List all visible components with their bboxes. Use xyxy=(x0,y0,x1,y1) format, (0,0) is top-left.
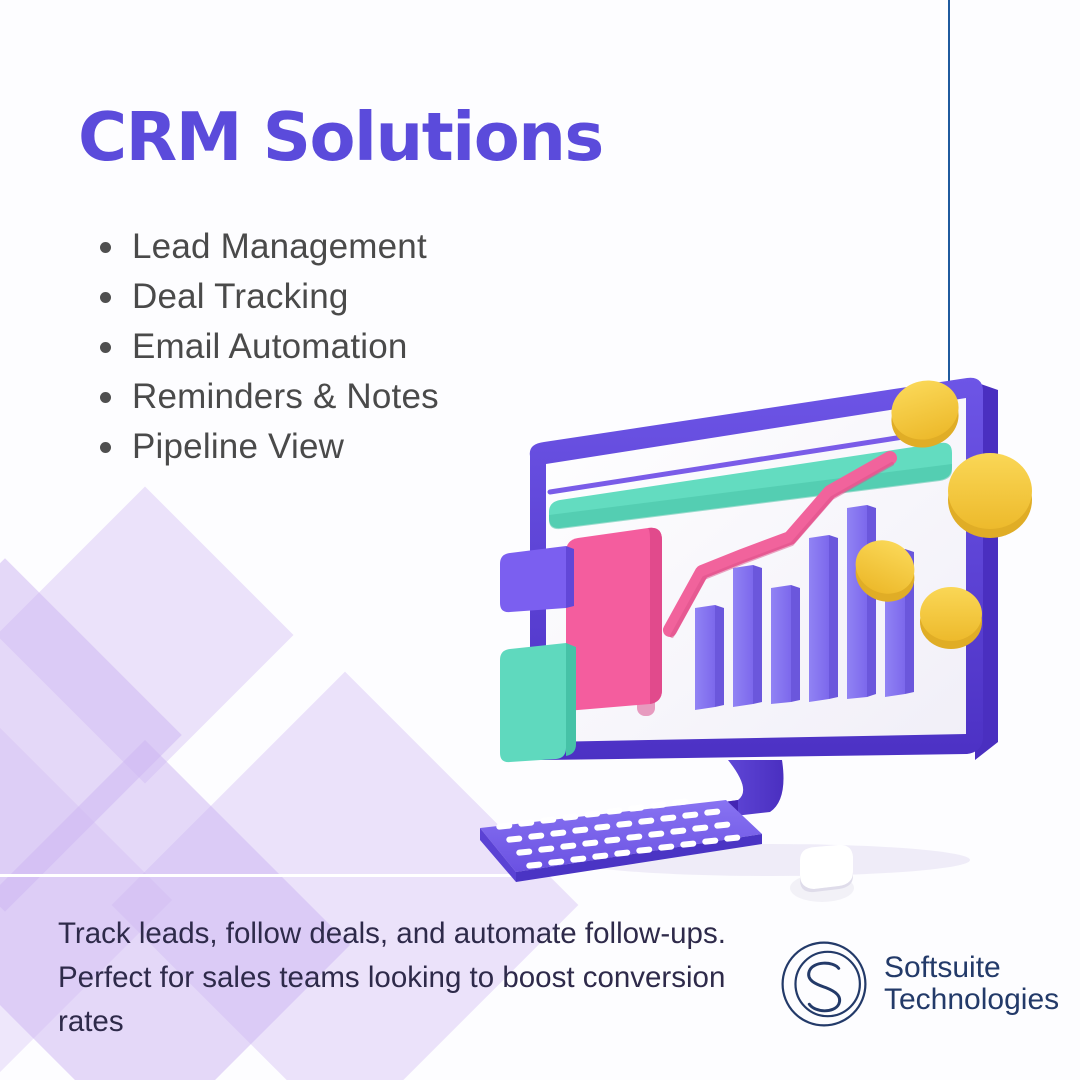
bullet-icon xyxy=(100,291,111,303)
screen-bar-chart xyxy=(695,505,914,710)
list-item: Lead Management xyxy=(100,222,439,272)
feature-label: Deal Tracking xyxy=(132,277,349,316)
feature-list: Lead Management Deal Tracking Email Auto… xyxy=(100,222,439,472)
hanging-wire-line xyxy=(948,0,950,392)
mouse xyxy=(790,844,854,902)
chart-bar xyxy=(771,585,800,704)
coin xyxy=(948,453,1032,538)
purple-tab-card xyxy=(500,546,574,613)
list-item: Reminders & Notes xyxy=(100,372,439,422)
list-item: Pipeline View xyxy=(100,422,439,472)
chart-bar xyxy=(733,565,762,707)
bullet-icon xyxy=(100,391,111,403)
logo-line-2: Technologies xyxy=(884,983,1060,1016)
coin xyxy=(920,587,982,649)
screen-trend-line xyxy=(663,451,897,638)
screen-accent-line xyxy=(547,427,951,495)
softsuite-s-circle-icon xyxy=(778,938,870,1030)
list-item: Deal Tracking xyxy=(100,272,439,322)
monitor xyxy=(500,377,998,763)
bullet-icon xyxy=(100,241,111,253)
feature-label: Lead Management xyxy=(132,227,427,266)
keyboard xyxy=(480,798,762,882)
feature-label: Reminders & Notes xyxy=(132,377,439,416)
chart-bar xyxy=(809,535,838,702)
section-divider xyxy=(0,874,547,877)
keyboard-edge xyxy=(516,834,762,882)
coin xyxy=(855,540,915,602)
keyboard-keys xyxy=(496,798,741,869)
chart-bar xyxy=(695,605,724,710)
feature-label: Email Automation xyxy=(132,327,408,366)
chart-bar xyxy=(847,505,876,699)
keyboard-edge xyxy=(480,828,516,882)
logo-line-1: Softsuite xyxy=(884,951,1001,984)
pink-panel-card xyxy=(566,527,662,716)
logo-wordmark: Softsuite Technologies xyxy=(884,952,1059,1016)
bullet-icon xyxy=(100,341,111,353)
page-title: CRM Solutions xyxy=(78,98,604,176)
caption-text: Track leads, follow deals, and automate … xyxy=(58,917,726,1038)
feature-label: Pipeline View xyxy=(132,427,345,466)
teal-tab-card xyxy=(500,643,576,763)
diamond-shape xyxy=(0,486,294,784)
diamond-shape xyxy=(0,558,182,912)
list-item: Email Automation xyxy=(100,322,439,372)
brand-logo: Softsuite Technologies xyxy=(778,938,1059,1030)
bullet-icon xyxy=(100,441,111,453)
crm-dashboard-illustration xyxy=(470,360,1080,920)
coin xyxy=(891,380,959,448)
